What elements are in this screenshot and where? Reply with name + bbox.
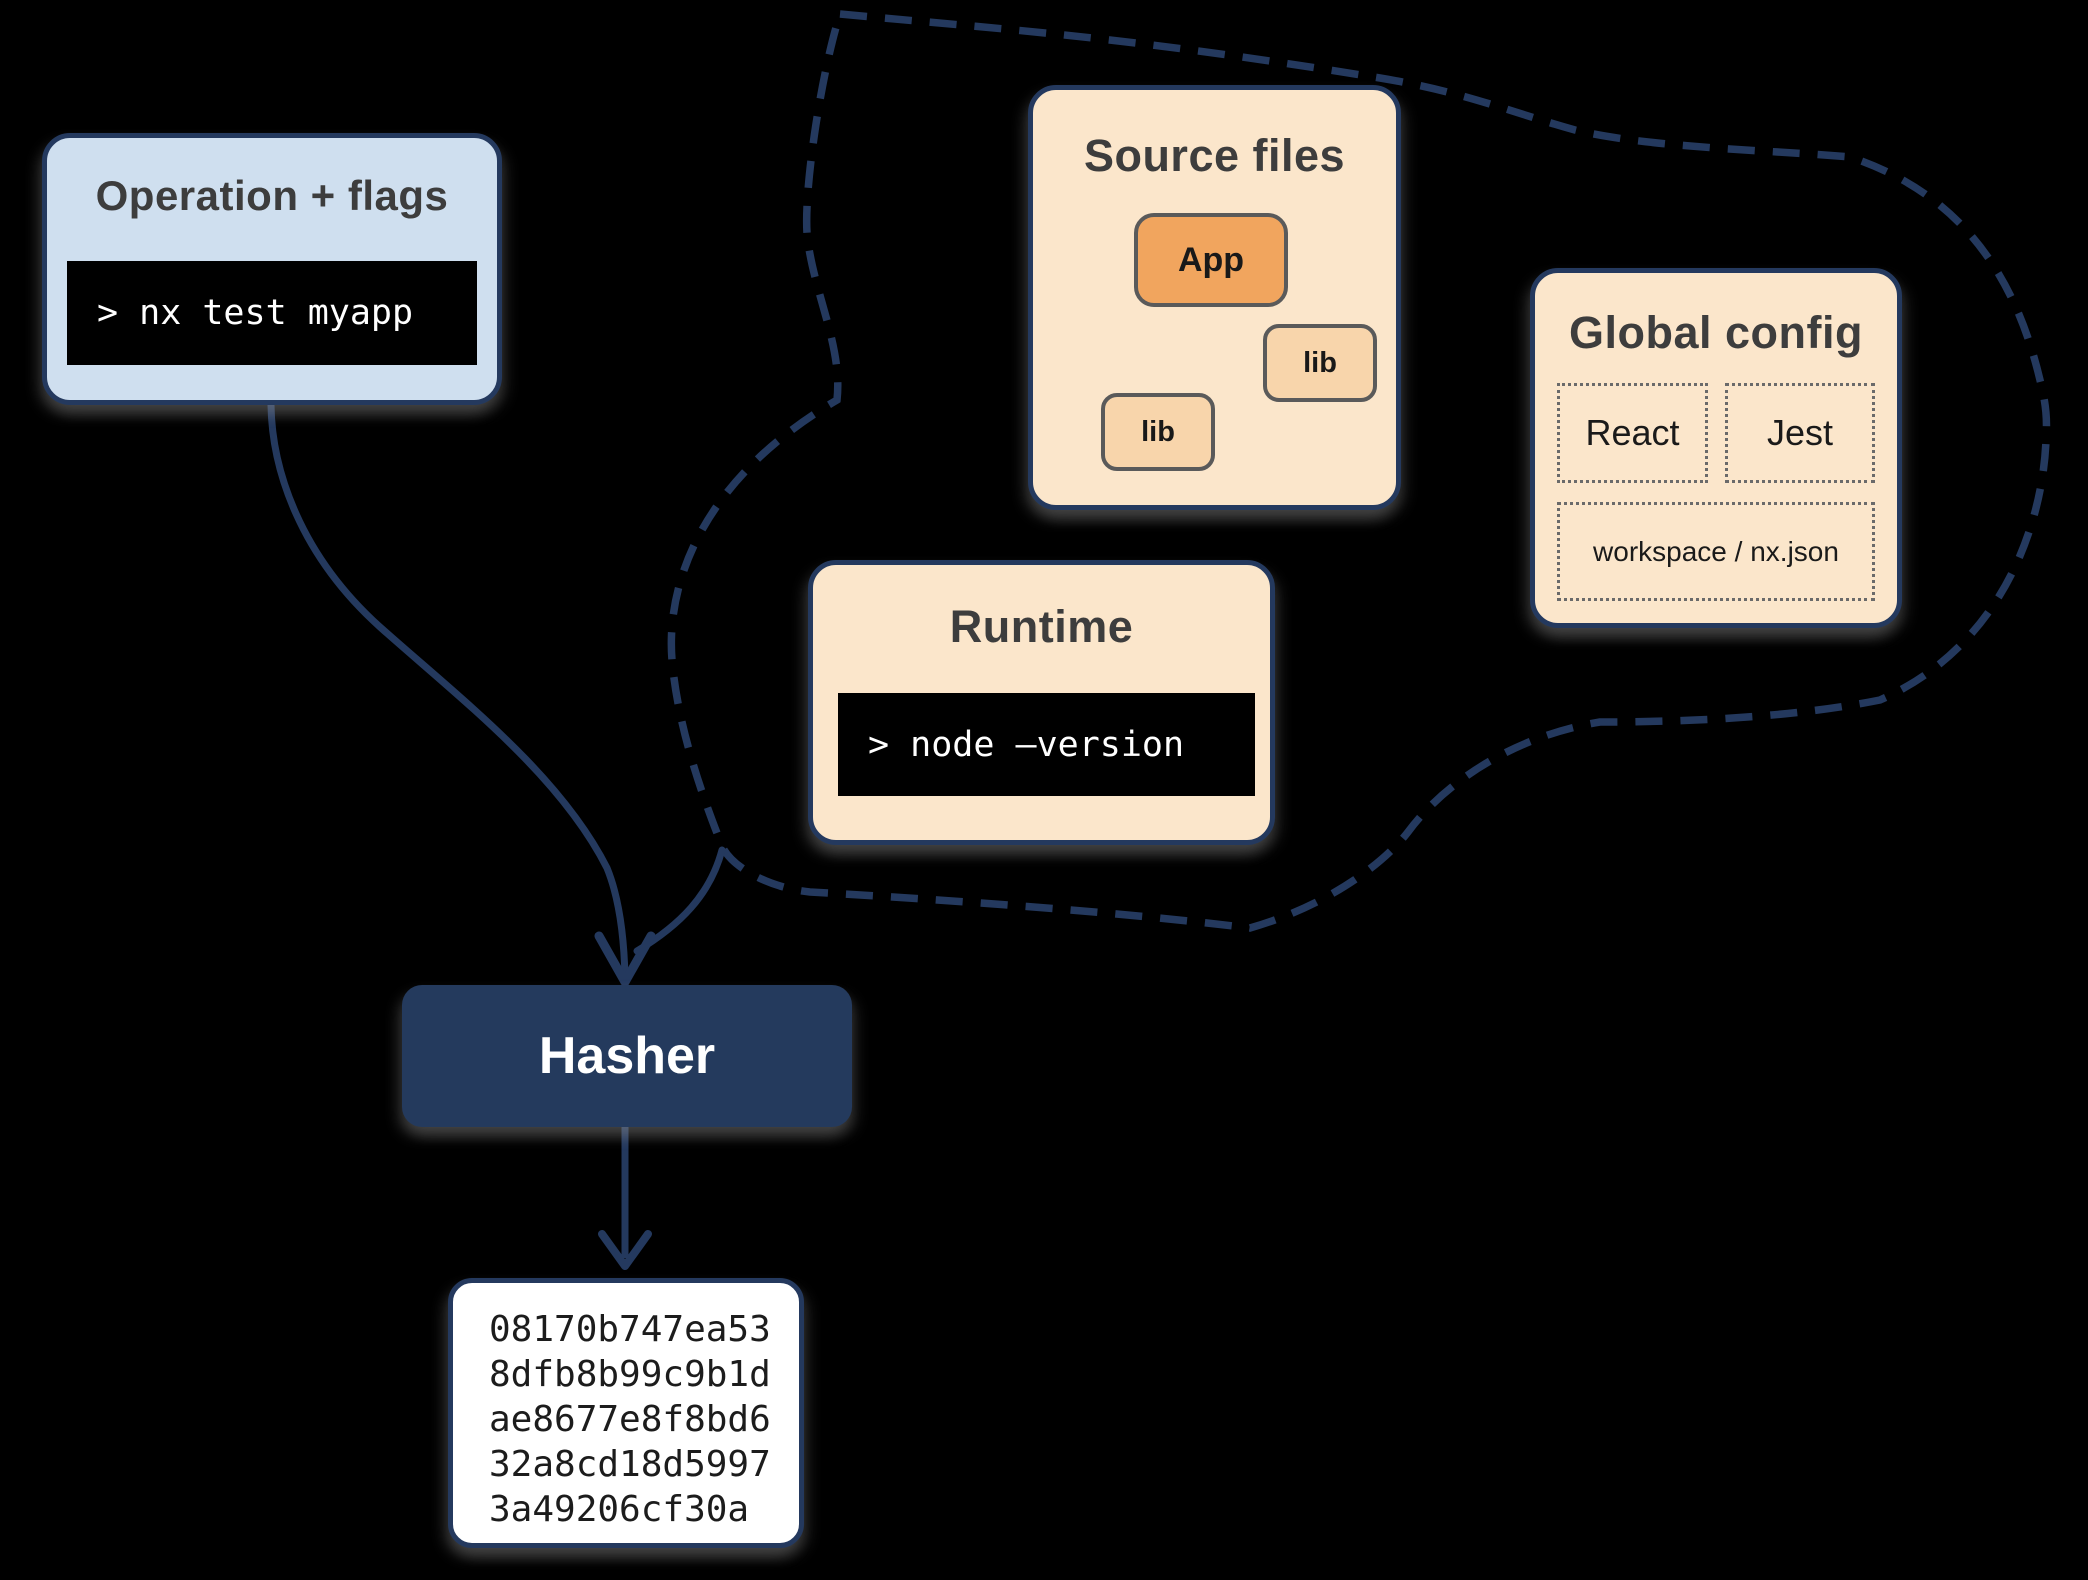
runtime-terminal: > node –version [838, 693, 1255, 796]
global-config-cell-react: React [1557, 383, 1708, 483]
hash-line: 8dfb8b99c9b1d [489, 1354, 771, 1395]
react-label: React [1585, 412, 1680, 453]
global-config-cell-workspace: workspace / nx.json [1557, 502, 1875, 601]
operation-to-hasher-curve [267, 401, 629, 982]
runtime-panel: Runtime > node –version [808, 560, 1275, 845]
app-node-label: App [1177, 240, 1245, 279]
lib-node-right-label: lib [1303, 346, 1337, 379]
hash-line: ae8677e8f8bd6 [489, 1399, 771, 1440]
operation-terminal: > nx test myapp [67, 261, 477, 365]
global-config-panel: Global config React Jest workspace / nx.… [1530, 268, 1902, 628]
hasher-panel: Hasher [402, 985, 852, 1127]
lib-node-right: lib [1263, 324, 1377, 402]
operation-flags-panel: Operation + flags > nx test myapp [42, 133, 502, 405]
global-config-cell-jest: Jest [1725, 383, 1875, 483]
runtime-command: > node –version [868, 724, 1185, 765]
hasher-arrowhead-icon [594, 931, 656, 987]
jest-label: Jest [1766, 412, 1834, 453]
workspace-nxjson-label: workspace / nx.json [1593, 535, 1839, 567]
hash-line: 3a49206cf30a [489, 1489, 750, 1530]
hash-line: 08170b747ea53 [489, 1309, 771, 1350]
source-files-title: Source files [1083, 130, 1346, 181]
source-files-panel: Source files App lib lib [1028, 85, 1401, 510]
lib-node-left-label: lib [1141, 415, 1175, 448]
lib-node-left: lib [1101, 393, 1215, 471]
operation-command: > nx test myapp [97, 293, 414, 333]
hash-arrowhead-icon [598, 1230, 652, 1270]
hash-output-panel: 08170b747ea53 8dfb8b99c9b1d ae8677e8f8bd… [448, 1278, 804, 1548]
runtime-title: Runtime [949, 601, 1134, 652]
operation-flags-title: Operation + flags [95, 172, 449, 219]
app-node: App [1134, 213, 1288, 307]
hash-line: 32a8cd18d5997 [489, 1444, 771, 1485]
cloud-dashed-outline [667, 9, 2051, 932]
hasher-label: Hasher [538, 1027, 716, 1085]
global-config-title: Global config [1569, 307, 1863, 358]
